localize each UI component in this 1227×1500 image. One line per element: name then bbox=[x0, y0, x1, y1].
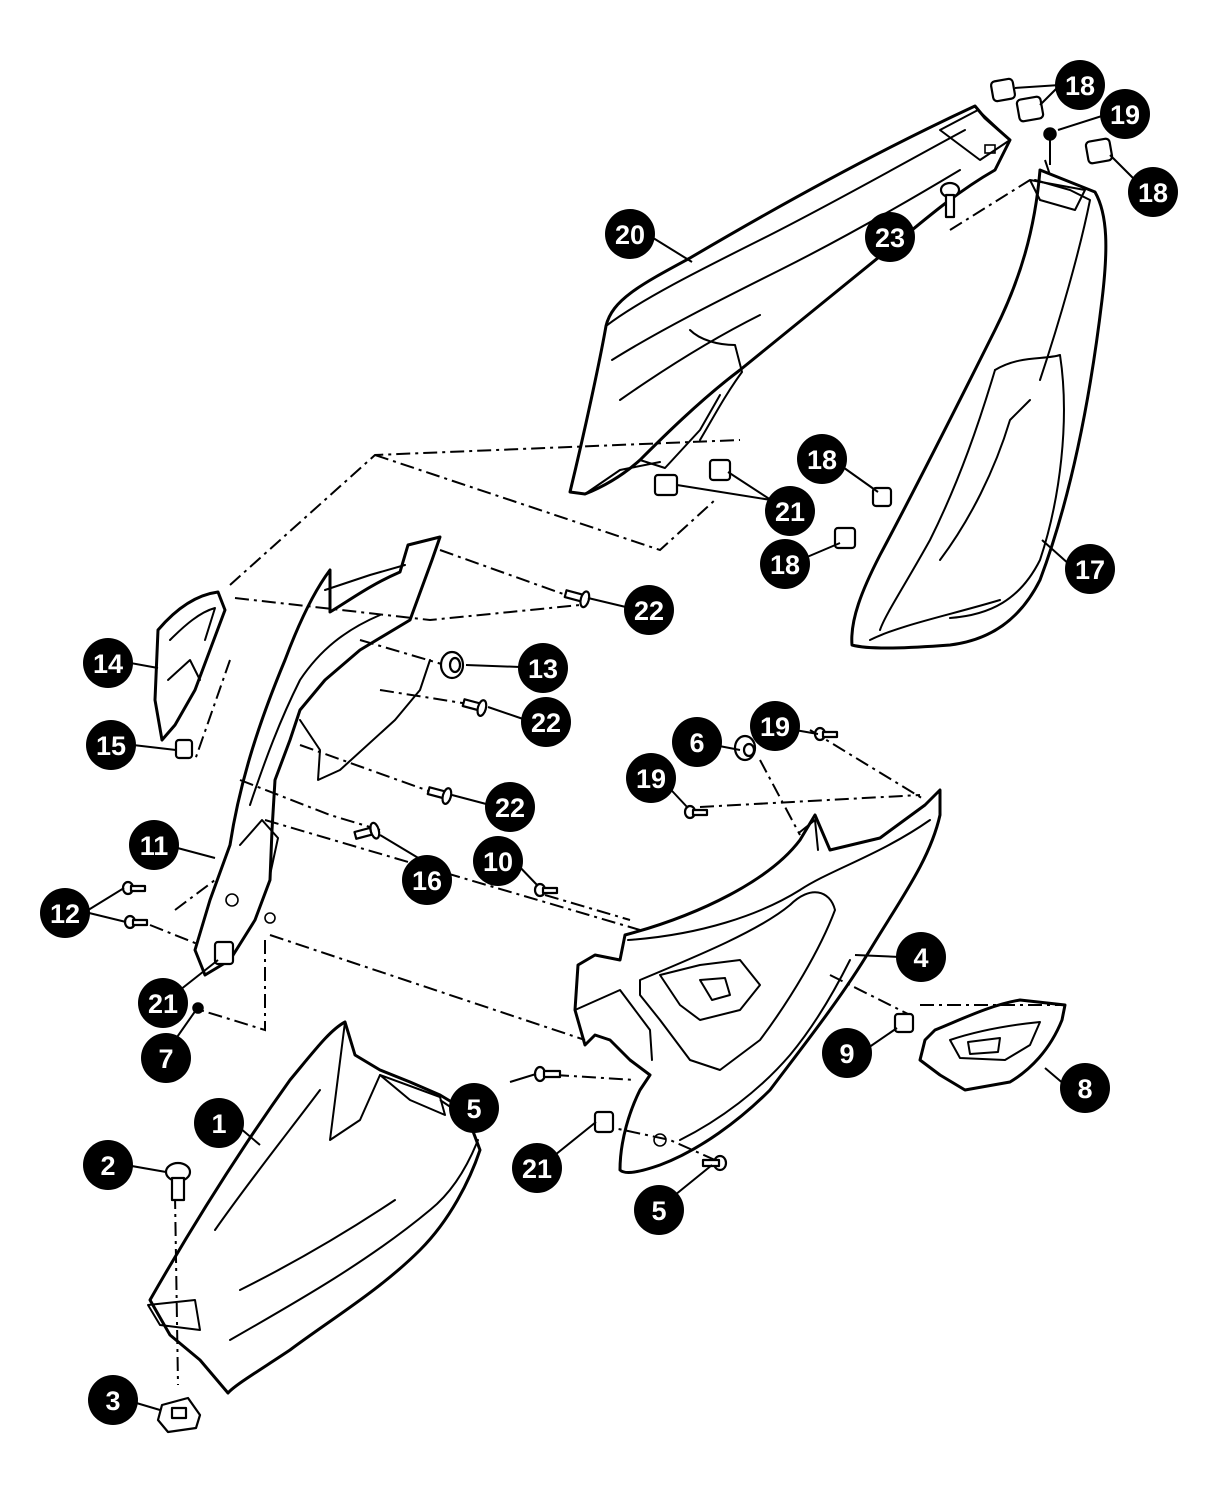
callout-4: 4 bbox=[896, 932, 946, 982]
callout-15: 15 bbox=[86, 720, 136, 770]
callout-label: 18 bbox=[807, 445, 837, 475]
callout-label: 22 bbox=[531, 708, 561, 738]
part-4-side-cover bbox=[573, 788, 942, 1174]
callout-22-lower: 22 bbox=[485, 782, 535, 832]
callout-label: 10 bbox=[483, 847, 513, 877]
callout-label: 3 bbox=[105, 1386, 120, 1416]
callout-label: 18 bbox=[1138, 178, 1168, 208]
callout-22-middle: 22 bbox=[521, 697, 571, 747]
callout-label: 6 bbox=[689, 728, 704, 758]
callout-12: 12 bbox=[40, 888, 90, 938]
callout-label: 14 bbox=[93, 649, 123, 679]
callout-label: 18 bbox=[770, 550, 800, 580]
callout-19-middle: 19 bbox=[626, 753, 676, 803]
callout-label: 16 bbox=[412, 866, 442, 896]
callout-7: 7 bbox=[141, 1033, 191, 1083]
callout-16: 16 bbox=[402, 855, 452, 905]
callout-21-left: 21 bbox=[138, 978, 188, 1028]
callout-19-right: 19 bbox=[750, 701, 800, 751]
callout-label: 23 bbox=[875, 223, 905, 253]
callout-label: 22 bbox=[634, 596, 664, 626]
part-8-small-cover bbox=[918, 998, 1067, 1092]
callout-label: 17 bbox=[1075, 555, 1105, 585]
callout-17: 17 bbox=[1065, 544, 1115, 594]
callout-label: 18 bbox=[1065, 71, 1095, 101]
callout-label: 2 bbox=[100, 1151, 115, 1181]
callout-2: 2 bbox=[83, 1140, 133, 1190]
assembly-lines bbox=[149, 159, 1065, 1386]
callout-label: 19 bbox=[1110, 100, 1140, 130]
callout-22-top: 22 bbox=[624, 585, 674, 635]
callout-label: 5 bbox=[466, 1094, 481, 1124]
part-1-lower-cover bbox=[147, 1020, 482, 1395]
callout-label: 4 bbox=[913, 943, 928, 973]
part-14-bracket bbox=[153, 590, 227, 742]
callout-label: 5 bbox=[651, 1196, 666, 1226]
callout-18-middle-lower: 18 bbox=[760, 539, 810, 589]
callout-5-lower: 5 bbox=[634, 1185, 684, 1235]
callout-8: 8 bbox=[1060, 1063, 1110, 1113]
callout-21-lower: 21 bbox=[512, 1143, 562, 1193]
callout-label: 19 bbox=[760, 712, 790, 742]
callout-9: 9 bbox=[822, 1028, 872, 1078]
callout-label: 21 bbox=[775, 497, 805, 527]
part-17-seat-cowl-right bbox=[850, 168, 1108, 650]
callout-label: 13 bbox=[528, 654, 558, 684]
callout-6: 6 bbox=[672, 717, 722, 767]
callout-label: 7 bbox=[158, 1044, 173, 1074]
callout-label: 21 bbox=[522, 1154, 552, 1184]
part-11-side-cover bbox=[193, 535, 442, 977]
callout-18-top-left: 18 bbox=[1055, 60, 1105, 110]
callout-label: 21 bbox=[148, 989, 178, 1019]
callout-label: 12 bbox=[50, 899, 80, 929]
part-20-seat-cowl-left bbox=[568, 104, 1012, 496]
callout-label: 9 bbox=[839, 1039, 854, 1069]
callout-18-top-right: 18 bbox=[1128, 167, 1178, 217]
callout-1: 1 bbox=[194, 1098, 244, 1148]
callout-19-top: 19 bbox=[1100, 89, 1150, 139]
callout-23: 23 bbox=[865, 212, 915, 262]
callout-11: 11 bbox=[129, 820, 179, 870]
callout-label: 19 bbox=[636, 764, 666, 794]
callout-21-upper: 21 bbox=[765, 486, 815, 536]
callout-14: 14 bbox=[83, 638, 133, 688]
callout-label: 15 bbox=[96, 731, 126, 761]
callout-label: 20 bbox=[615, 220, 645, 250]
callout-label: 8 bbox=[1077, 1074, 1092, 1104]
hardware bbox=[121, 77, 1114, 1434]
callout-label: 22 bbox=[495, 793, 525, 823]
callout-10: 10 bbox=[473, 836, 523, 886]
callout-5-upper: 5 bbox=[449, 1083, 499, 1133]
callout-label: 1 bbox=[211, 1109, 226, 1139]
callout-13: 13 bbox=[518, 643, 568, 693]
callout-3: 3 bbox=[88, 1375, 138, 1425]
callout-20: 20 bbox=[605, 209, 655, 259]
callout-label: 11 bbox=[140, 831, 169, 861]
callout-18-middle-upper: 18 bbox=[797, 434, 847, 484]
